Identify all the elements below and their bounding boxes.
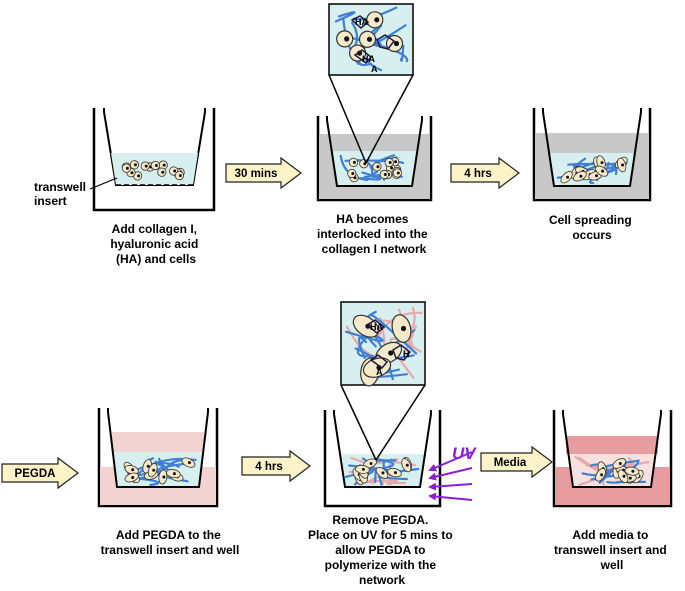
cell-nucleus	[579, 174, 583, 178]
cell-nucleus	[374, 17, 380, 23]
well-step-3	[532, 108, 652, 202]
uv-light: UV	[428, 444, 477, 501]
cell-nucleus	[394, 160, 398, 164]
cell-nucleus	[162, 475, 166, 479]
cell-nucleus	[600, 161, 604, 165]
fiber	[357, 336, 368, 359]
cell-nucleus	[628, 476, 632, 480]
svg-text:H: H	[403, 349, 410, 359]
fiber	[370, 314, 418, 355]
cell-nucleus	[601, 169, 605, 173]
svg-text:4 hrs: 4 hrs	[255, 461, 283, 473]
arrow-30-mins: 30 mins	[225, 156, 302, 190]
arrow-4-hrs-top: 4 hrs	[450, 156, 520, 190]
cell-nucleus	[173, 169, 177, 173]
svg-text:30 mins: 30 mins	[235, 168, 278, 180]
cell-nucleus	[131, 468, 135, 472]
insert-pointer-line	[89, 177, 118, 190]
cell-nucleus	[388, 350, 394, 356]
svg-text:UV: UV	[452, 444, 477, 463]
arrow-pegda: PEGDA	[1, 456, 79, 490]
caption-step-2: HA becomes interlocked into the collagen…	[317, 212, 431, 256]
svg-text:Media: Media	[494, 457, 527, 469]
svg-text:4 hrs: 4 hrs	[464, 168, 492, 180]
cell-nucleus	[388, 161, 392, 164]
svg-text:HA: HA	[362, 54, 375, 64]
cell-nucleus	[172, 472, 176, 476]
cell-nucleus	[383, 173, 387, 176]
well-step-4	[97, 408, 219, 508]
fiber	[367, 479, 399, 484]
cell-nucleus	[621, 163, 625, 167]
cell-nucleus	[154, 164, 158, 167]
fiber	[334, 11, 356, 23]
cell-nucleus	[187, 461, 191, 465]
zoom-inset-bottom: HA H A	[340, 301, 426, 461]
cell-nucleus	[396, 171, 400, 175]
cell-nucleus	[137, 174, 141, 178]
caption-step-5: Remove PEGDA. Place on UV for 5 mins to …	[308, 513, 456, 587]
cell-nucleus	[162, 163, 166, 167]
cell-nucleus	[352, 160, 356, 164]
cell-nucleus	[566, 175, 570, 179]
cell-nucleus	[405, 463, 409, 467]
cell-nucleus	[361, 467, 365, 471]
cell-nucleus	[376, 165, 380, 169]
fiber	[584, 163, 618, 176]
cell-nucleus	[146, 464, 150, 468]
cell-nucleus	[161, 170, 165, 174]
svg-text:A: A	[371, 64, 378, 74]
caption-step-3: Cell spreading occurs	[549, 213, 635, 242]
svg-text:HA: HA	[370, 322, 383, 332]
cell-nucleus	[344, 36, 350, 42]
svg-text:A: A	[376, 367, 383, 377]
cell-nucleus	[618, 462, 622, 465]
svg-text:HA: HA	[355, 17, 368, 27]
cell-nucleus	[390, 166, 394, 170]
fiber	[403, 325, 417, 356]
arrow-media: Media	[480, 445, 553, 479]
fiber	[360, 171, 382, 181]
cell-nucleus	[366, 36, 373, 42]
cell-nucleus	[178, 174, 182, 178]
cell-nucleus	[131, 476, 135, 479]
cell-nucleus	[144, 164, 148, 168]
cell-nucleus	[369, 462, 373, 465]
fiber	[389, 337, 422, 380]
fiber	[138, 477, 160, 486]
caption-step-1: Add collagen I, hyaluronic acid (HA) and…	[110, 222, 201, 266]
transwell-insert-label: transwell insert	[34, 180, 89, 208]
cell-nucleus	[622, 474, 626, 478]
cell-nucleus	[595, 174, 598, 178]
cell-nucleus	[381, 471, 385, 475]
cell-nucleus	[393, 40, 400, 47]
cell-nucleus	[351, 172, 355, 175]
well-step-6	[552, 410, 673, 508]
arrow-4-hrs-bottom: 4 hrs	[241, 449, 311, 483]
fiber	[400, 44, 405, 62]
zoom-inset-top: HA HA A	[328, 3, 414, 164]
well-step-1	[92, 108, 216, 212]
svg-text:PEGDA: PEGDA	[15, 468, 56, 480]
cell-nucleus	[400, 325, 407, 332]
cell-nucleus	[130, 171, 134, 175]
well-step-2	[316, 116, 433, 202]
caption-step-6: Add media to transwell insert and well	[554, 528, 670, 572]
well-step-5	[323, 410, 442, 508]
cell-nucleus	[600, 473, 604, 477]
caption-step-4: Add PEGDA to the transwell insert and we…	[101, 528, 240, 557]
cell-nucleus	[152, 468, 156, 472]
fiber	[154, 457, 163, 467]
cell-nucleus	[133, 163, 137, 167]
cell-nucleus	[631, 469, 635, 473]
fiber	[356, 159, 374, 178]
cell-nucleus	[394, 471, 397, 475]
cell-nucleus	[125, 166, 129, 170]
